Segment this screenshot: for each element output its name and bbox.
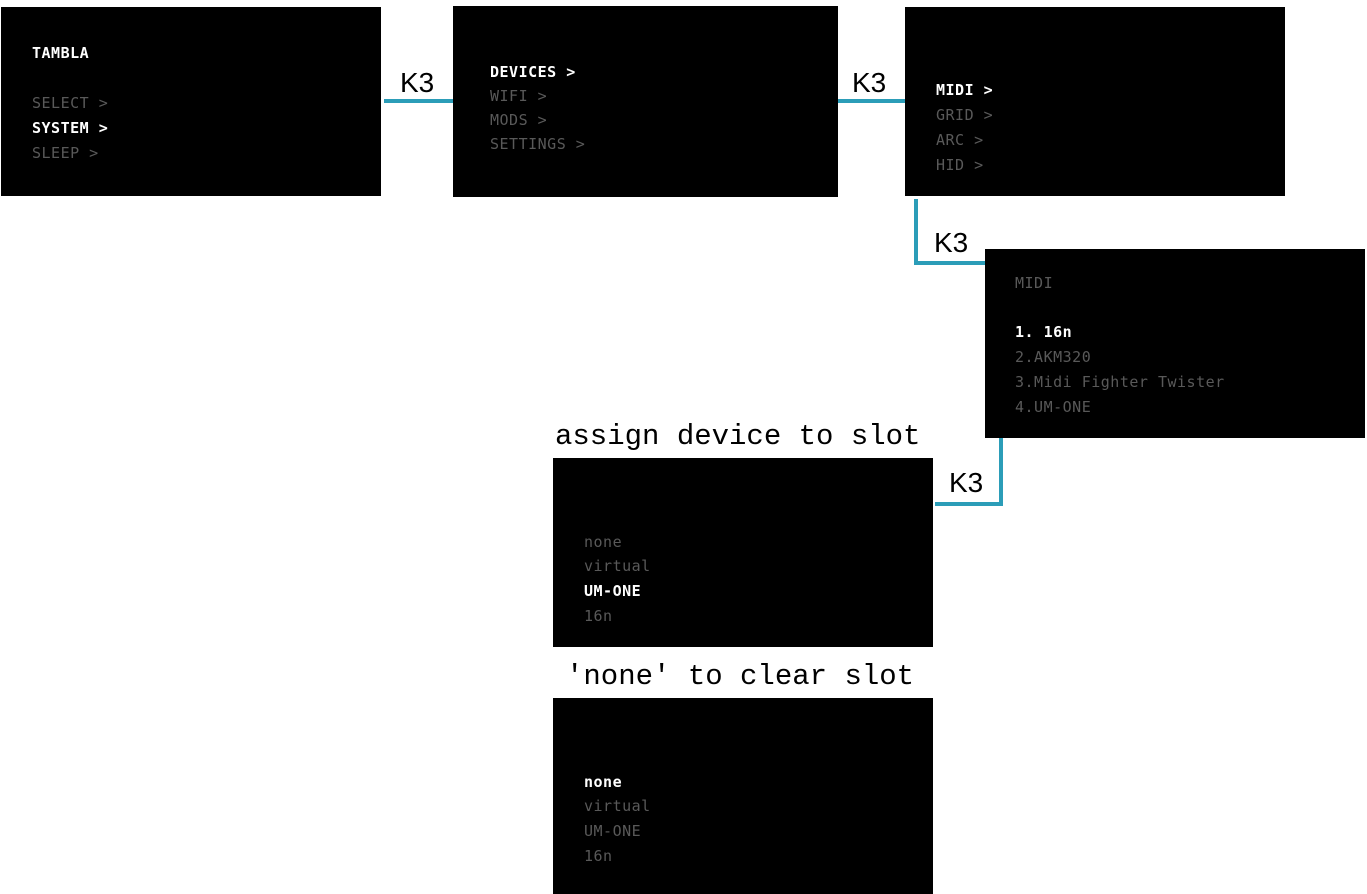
k3-connector-4-horizontal — [935, 502, 1003, 506]
menu-item-arc[interactable]: ARC > — [936, 131, 984, 149]
menu-item-devices[interactable]: DEVICES > — [490, 63, 576, 81]
k3-connector-3-vertical — [914, 199, 918, 265]
menu-item-settings[interactable]: SETTINGS > — [490, 135, 586, 153]
menu-item-wifi[interactable]: WIFI > — [490, 87, 548, 105]
clear-option-none[interactable]: none — [584, 773, 623, 791]
k3-label-3: K3 — [934, 227, 969, 258]
clear-option-um-one[interactable]: UM-ONE — [584, 822, 642, 840]
midi-slot-4[interactable]: 4.UM-ONE — [1015, 398, 1092, 416]
assign-option-none[interactable]: none — [584, 533, 623, 551]
menu-item-grid[interactable]: GRID > — [936, 106, 994, 124]
menu-item-hid[interactable]: HID > — [936, 156, 984, 174]
assign-option-16n[interactable]: 16n — [584, 607, 613, 625]
menu-item-mods[interactable]: MODS > — [490, 111, 548, 129]
caption-assign-device: assign device to slot — [555, 420, 921, 453]
k3-label-2: K3 — [852, 67, 887, 98]
midi-slot-3[interactable]: 3.Midi Fighter Twister — [1015, 373, 1225, 391]
screen-devices-menu: MIDI > GRID > ARC > HID > — [905, 7, 1285, 196]
menu-item-select[interactable]: SELECT > — [32, 94, 109, 112]
screen-main-menu: TAMBLA SELECT > SYSTEM > SLEEP > — [1, 7, 381, 196]
menu-item-sleep[interactable]: SLEEP > — [32, 144, 99, 162]
assign-option-virtual[interactable]: virtual — [584, 557, 651, 575]
screen-assign-device: none virtual UM-ONE 16n — [553, 458, 933, 647]
screen-clear-slot: none virtual UM-ONE 16n — [553, 698, 933, 894]
midi-slot-2[interactable]: 2.AKM320 — [1015, 348, 1092, 366]
k3-label-4: K3 — [949, 467, 984, 498]
assign-option-um-one[interactable]: UM-ONE — [584, 582, 642, 600]
clear-option-virtual[interactable]: virtual — [584, 797, 651, 815]
midi-title: MIDI — [1015, 274, 1054, 292]
k3-connector-3-horizontal — [914, 261, 985, 265]
screen-midi-devices: MIDI 1. 16n 2.AKM320 3.Midi Fighter Twis… — [985, 249, 1365, 438]
k3-connector-1 — [384, 99, 453, 103]
midi-slot-1[interactable]: 1. 16n — [1015, 323, 1073, 341]
menu-item-midi[interactable]: MIDI > — [936, 81, 994, 99]
menu-item-system[interactable]: SYSTEM > — [32, 119, 109, 137]
k3-connector-4-vertical — [999, 438, 1003, 506]
caption-clear-slot: 'none' to clear slot — [566, 660, 915, 693]
clear-option-16n[interactable]: 16n — [584, 847, 613, 865]
k3-connector-2 — [838, 99, 905, 103]
k3-label-1: K3 — [400, 67, 435, 98]
menu-title: TAMBLA — [32, 44, 90, 62]
screen-system-menu: DEVICES > WIFI > MODS > SETTINGS > — [453, 6, 838, 197]
